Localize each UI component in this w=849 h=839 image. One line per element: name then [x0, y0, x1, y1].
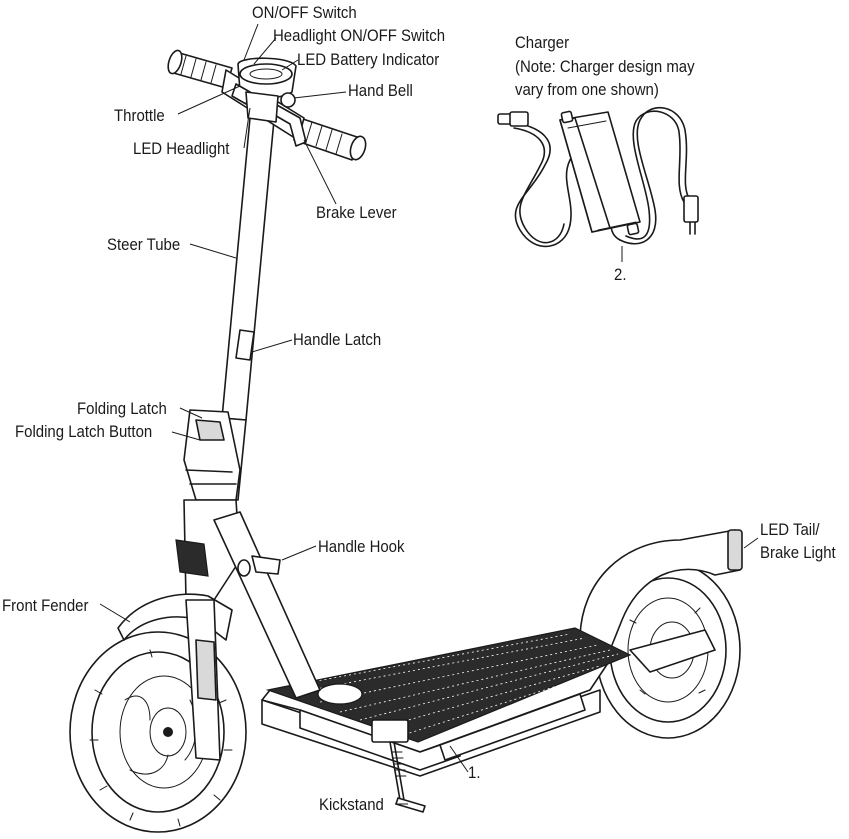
label-charger-note-line2: vary from one shown) — [515, 80, 659, 99]
label-led-tail-line2: Brake Light — [760, 543, 836, 562]
label-brake-lever: Brake Lever — [316, 203, 397, 222]
label-led-headlight: LED Headlight — [133, 139, 230, 158]
label-number-1: 1. — [468, 763, 481, 782]
label-led-battery-indicator: LED Battery Indicator — [297, 50, 440, 69]
label-on-off-switch: ON/OFF Switch — [252, 3, 357, 22]
label-folding-latch: Folding Latch — [77, 399, 167, 418]
label-number-2: 2. — [614, 265, 627, 284]
label-handle-latch: Handle Latch — [293, 330, 382, 349]
label-folding-latch-button: Folding Latch Button — [15, 422, 153, 441]
leader-lines — [99, 23, 759, 805]
steer-tube — [175, 117, 321, 699]
label-hand-bell: Hand Bell — [348, 81, 413, 100]
label-headlight-switch: Headlight ON/OFF Switch — [273, 26, 446, 45]
label-front-fender: Front Fender — [2, 596, 89, 615]
label-charger: Charger — [515, 33, 570, 52]
charger-illustration — [497, 106, 699, 262]
label-kickstand: Kickstand — [319, 795, 384, 814]
label-handle-hook: Handle Hook — [318, 537, 405, 556]
label-charger-note-line1: (Note: Charger design may — [515, 57, 695, 76]
kickstand — [371, 719, 426, 813]
label-led-tail-line1: LED Tail/ — [760, 520, 820, 539]
label-steer-tube: Steer Tube — [107, 235, 181, 254]
handlebar — [167, 49, 367, 161]
label-throttle: Throttle — [114, 106, 165, 125]
